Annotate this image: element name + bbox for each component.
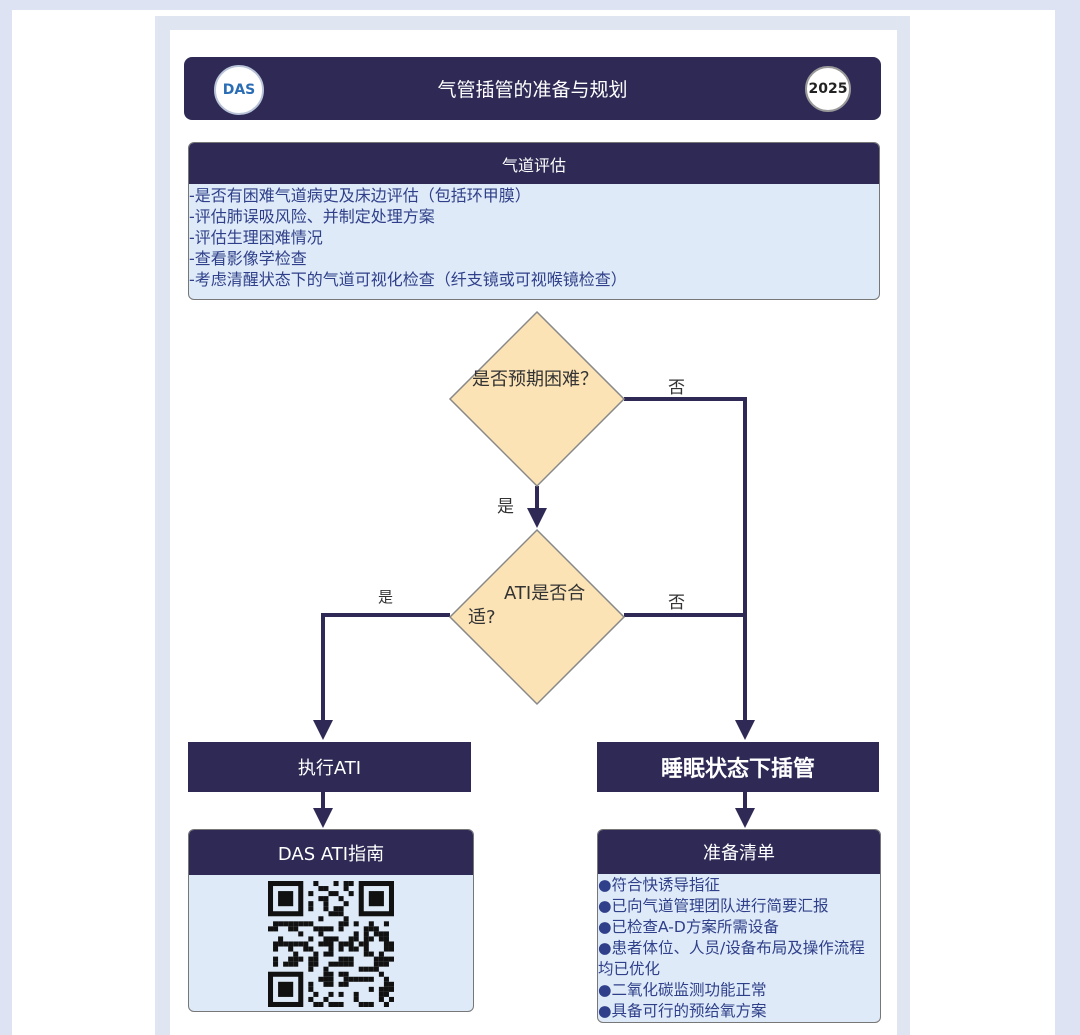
perform-ati-node: 执行ATI: [188, 742, 471, 792]
das-logo: DAS: [214, 65, 264, 115]
year-badge: 2025: [805, 66, 851, 112]
list-item: ●二氧化碳监测功能正常: [598, 981, 767, 999]
decision-diamond-2: [448, 528, 626, 706]
title-bar: DAS 气管插管的准备与规划 2025: [184, 57, 881, 120]
decision1-no-label: 否: [668, 378, 685, 398]
decision2-no-label: 否: [668, 593, 685, 613]
list-item: -是否有困难气道病史及床边评估（包括环甲膜）: [189, 186, 531, 205]
no-connector-1: [624, 397, 755, 740]
list-item: -查看影像学检查: [189, 249, 307, 268]
decision-diamond-1: [448, 310, 626, 488]
list-item: ●具备可行的预给氧方案: [598, 1002, 767, 1020]
decision2-text: ATI是否合适?: [468, 583, 586, 628]
asleep-intubation-node: 睡眠状态下插管: [597, 742, 879, 792]
decision2-yes-label: 是: [378, 588, 394, 606]
list-item: -考虑清醒状态下的气道可视化检查（纤支镜或可视喉镜检查）: [189, 270, 627, 289]
ati-guide-box: DAS ATI指南: [188, 829, 474, 1012]
checklist-box: 准备清单 ●符合快诱导指征 ●已向气道管理团队进行简要汇报 ●已检查A-D方案所需设…: [597, 829, 881, 1023]
assessment-title: 气道评估: [189, 143, 879, 184]
ati-guide-title: DAS ATI指南: [189, 830, 473, 875]
list-item: -评估生理困难情况: [189, 228, 323, 247]
checklist-items: ●符合快诱导指征 ●已向气道管理团队进行简要汇报 ●已检查A-D方案所需设备 ●患者体…: [598, 874, 880, 1022]
list-item: -评估肺误吸风险、并制定处理方案: [189, 207, 435, 226]
airway-assessment-box: 气道评估 -是否有困难气道病史及床边评估（包括环甲膜） -评估肺误吸风险、并制定处…: [188, 142, 880, 300]
logo-text: DAS: [222, 82, 256, 98]
decision1-text: 是否预期困难？: [472, 369, 598, 390]
decision1-yes-label: 是: [497, 497, 514, 517]
list-item: ●符合快诱导指征: [598, 876, 721, 894]
list-item: ●已向气道管理团队进行简要汇报: [598, 897, 829, 915]
assessment-list: -是否有困难气道病史及床边评估（包括环甲膜） -评估肺误吸风险、并制定处理方案 -评…: [189, 184, 879, 290]
page-title: 气管插管的准备与规划: [437, 79, 628, 101]
qr-code[interactable]: [268, 881, 394, 1007]
yes-connector-2: [313, 613, 450, 740]
list-item: ●患者体位、人员/设备布局及操作流程均已优化: [598, 939, 865, 978]
list-item: ●已检查A-D方案所需设备: [598, 918, 779, 936]
checklist-title: 准备清单: [598, 830, 880, 874]
